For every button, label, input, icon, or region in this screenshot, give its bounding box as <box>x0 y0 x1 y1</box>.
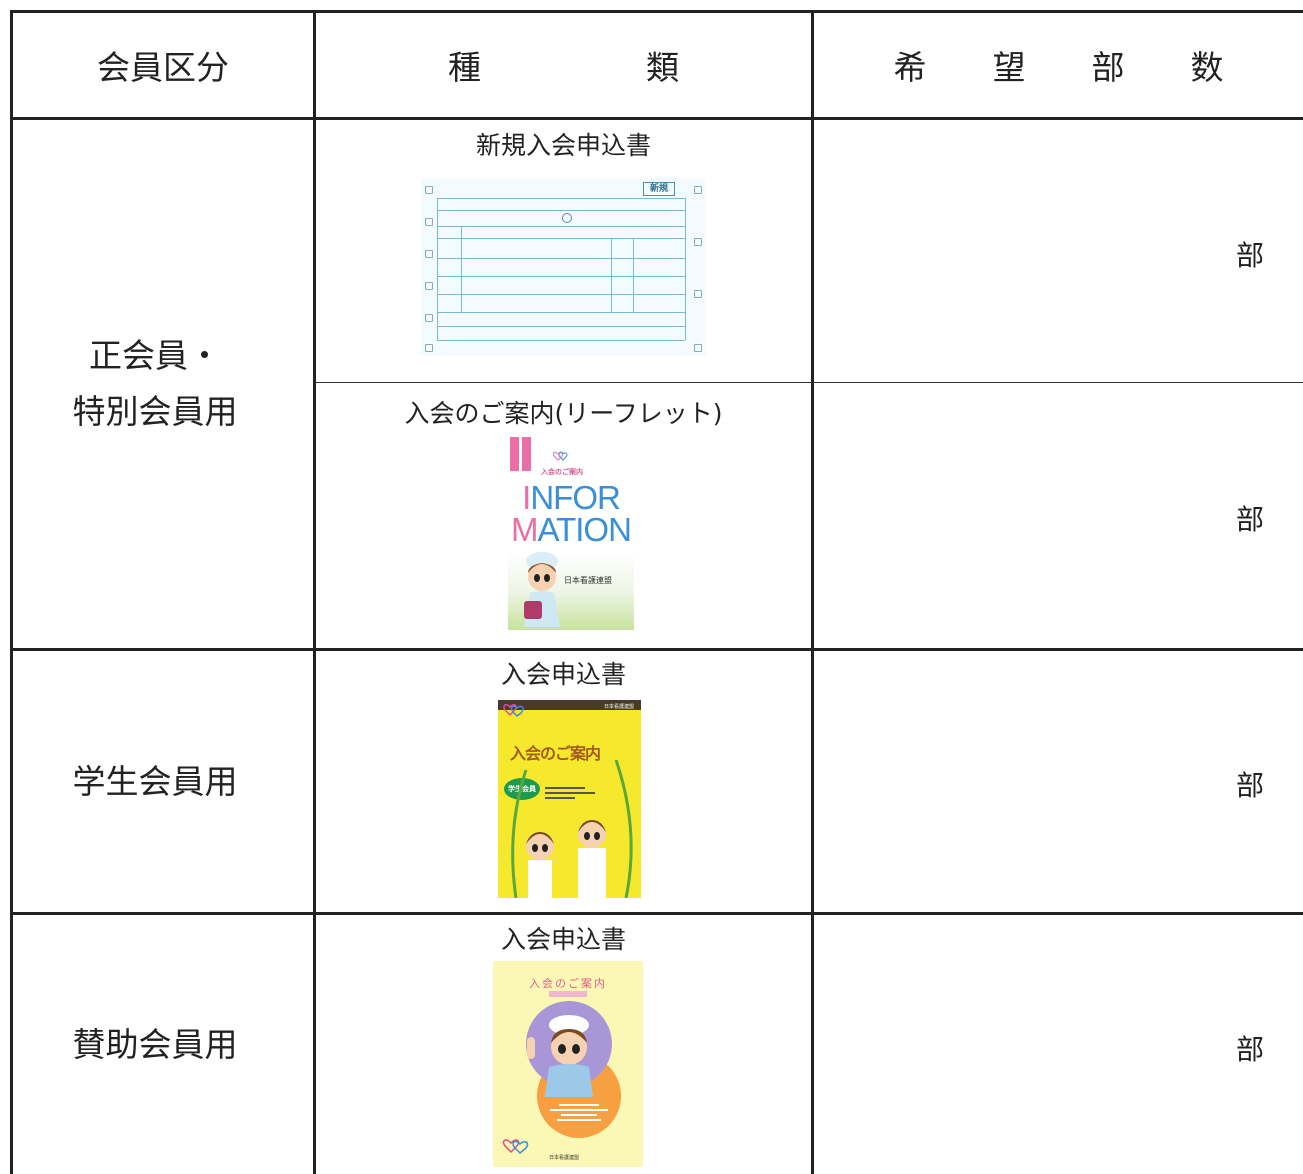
table-frame <box>10 10 1303 1174</box>
orb-line <box>550 1109 608 1111</box>
form-rule <box>633 238 634 312</box>
form-rule <box>437 294 685 295</box>
nurse-illustration <box>527 1015 593 1097</box>
category-regular-special: 正会員・ 特別会員用 <box>13 120 313 648</box>
form-punch-hole <box>425 344 433 352</box>
form-rule <box>685 198 686 340</box>
desc-line <box>545 787 585 789</box>
leaflet-description-lines <box>545 784 595 802</box>
desc-line <box>545 792 595 794</box>
leaflet-title-first-letter: M <box>511 511 538 548</box>
students-illustration <box>511 760 633 898</box>
item-label-student-application: 入会申込書 <box>500 660 626 689</box>
orb-line <box>557 1119 601 1121</box>
category-line1: 正会員・ <box>89 336 221 375</box>
item-label-new-application: 新規入会申込書 <box>475 131 651 160</box>
form-rule <box>437 276 685 277</box>
leaflet-title: 入会のご案内 <box>510 744 601 763</box>
header-type: 種 類 <box>448 48 679 87</box>
desc-line <box>545 797 575 799</box>
leaflet-org-name: 日本看護連盟 <box>604 704 635 710</box>
rule-row1-bottom <box>10 648 1303 651</box>
item-label-leaflet: 入会のご案内(リーフレット) <box>404 399 723 428</box>
leaflet-org-name: 日本看護連盟 <box>549 1155 580 1161</box>
unit-label: 部 <box>1236 1033 1265 1066</box>
form-punch-hole <box>425 250 433 258</box>
information-leaflet-image: 入会のご案内 INFOR MATION 日本看護連盟 <box>508 437 634 630</box>
form-rule <box>611 238 612 312</box>
leaflet-org-name: 日本看護連盟 <box>564 576 612 585</box>
leaflet-title-first-letter: I <box>522 479 531 516</box>
rule-col2 <box>811 10 814 1174</box>
form-circle-mark <box>562 213 572 223</box>
orb-line <box>559 1104 599 1106</box>
leaflet-top-band <box>498 700 641 710</box>
unit-label: 部 <box>1236 769 1265 802</box>
form-rule <box>437 238 685 239</box>
category-line2: 特別会員用 <box>72 392 238 431</box>
leaflet-title: 入会のご案内 <box>529 977 607 990</box>
form-rule <box>437 198 685 199</box>
leaflet-pink-bar <box>522 437 531 471</box>
form-rule <box>437 198 438 340</box>
heart-icon <box>552 451 568 461</box>
leaflet-subtitle-mark <box>549 991 587 997</box>
orb-line <box>561 1114 597 1116</box>
heart-icon <box>503 704 524 717</box>
form-rule <box>437 226 685 227</box>
form-punch-hole <box>425 186 433 194</box>
leaflet-small-title: 入会のご案内 <box>541 468 583 476</box>
rule-col1 <box>313 10 316 1174</box>
form-rule <box>461 226 462 312</box>
nurse-illustration <box>524 552 560 627</box>
header-quantity: 希 望 部 数 <box>893 48 1224 87</box>
form-punch-hole <box>694 186 702 194</box>
rule-row1-split <box>313 382 1303 383</box>
form-rule <box>437 312 685 313</box>
form-punch-hole <box>425 314 433 322</box>
leaflet-title-line2: MATION <box>508 513 634 546</box>
student-leaflet-image: 日本看護連盟 入会のご案内 学生会員 <box>498 700 641 898</box>
item-label-supporting-application: 入会申込書 <box>500 925 626 954</box>
supporting-leaflet-image: 入会のご案内 日本看護連盟 <box>493 961 643 1167</box>
form-punch-hole <box>425 218 433 226</box>
unit-label: 部 <box>1236 239 1265 272</box>
form-punch-hole <box>694 344 702 352</box>
form-rule <box>437 340 685 341</box>
form-punch-hole <box>425 282 433 290</box>
leaflet-pink-bar <box>510 437 519 471</box>
application-form-image: 新規 <box>421 178 706 356</box>
orb-text-lines <box>537 1101 621 1124</box>
form-punch-hole <box>694 238 702 246</box>
form-rule <box>437 210 685 211</box>
leaflet-title-rest: ATION <box>537 511 632 548</box>
form-rule <box>437 258 685 259</box>
category-student: 学生会員用 <box>72 761 238 801</box>
form-punch-hole <box>694 290 702 298</box>
rule-header-bottom <box>10 117 1303 120</box>
rule-row2-bottom <box>10 912 1303 915</box>
form-badge: 新規 <box>643 182 675 196</box>
leaflet-title-rest: NFOR <box>530 479 620 516</box>
leaflet-title-line1: INFOR <box>508 481 634 514</box>
unit-label: 部 <box>1236 503 1265 536</box>
form-rule <box>437 326 685 327</box>
category-supporting: 賛助会員用 <box>72 1024 238 1064</box>
header-member-category: 会員区分 <box>97 48 229 87</box>
heart-icon <box>502 1139 529 1155</box>
